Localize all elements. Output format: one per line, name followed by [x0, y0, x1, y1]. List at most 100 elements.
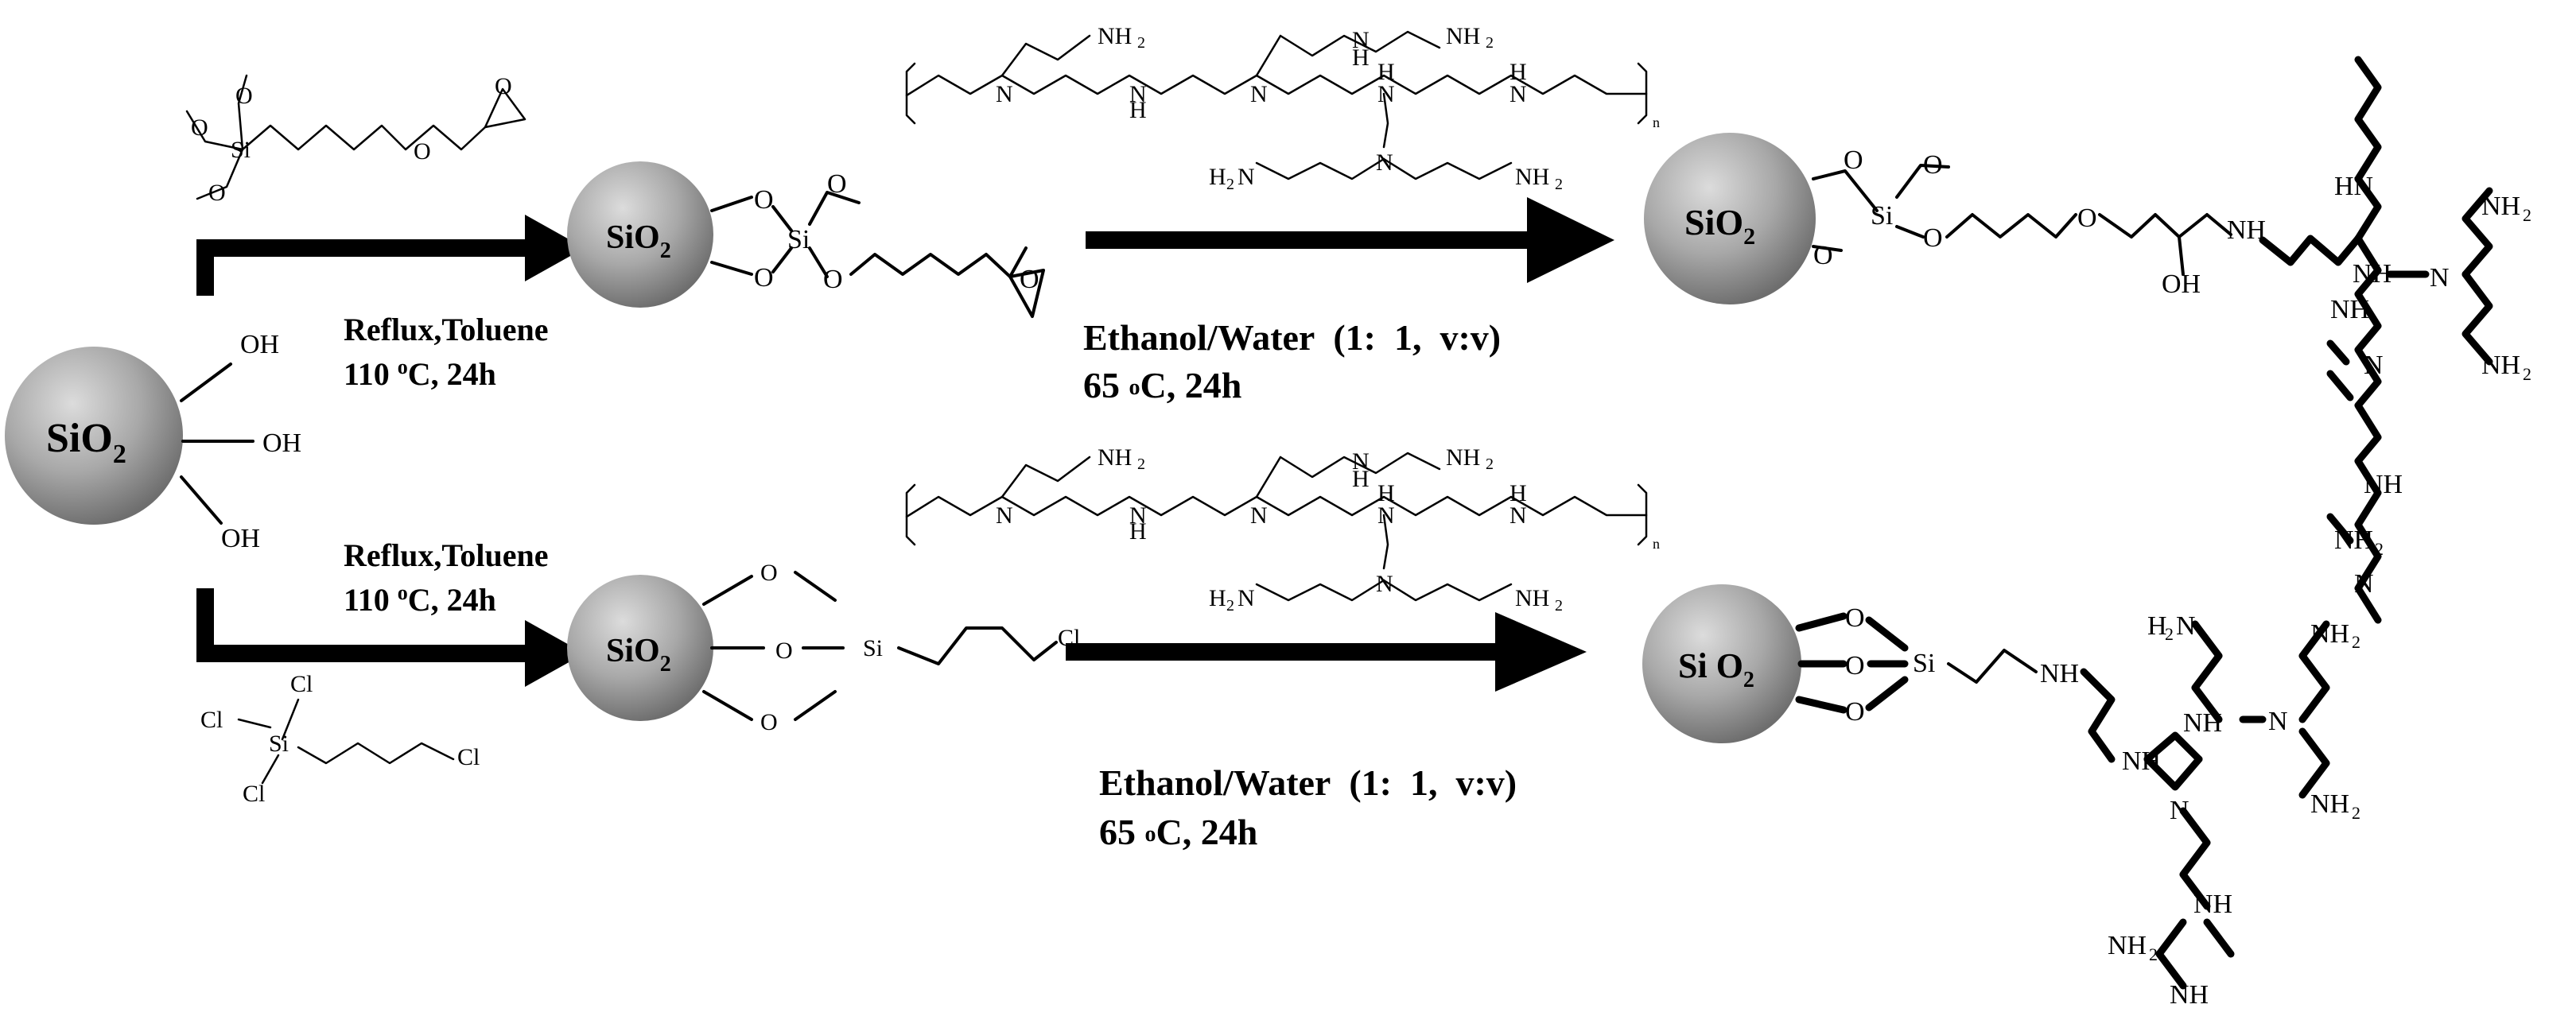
- svg-text:O: O: [1845, 697, 1865, 727]
- svg-text:O: O: [2077, 204, 2097, 233]
- svg-text:N: N: [1377, 502, 1395, 529]
- gptms-epoxide-o: O: [495, 73, 512, 99]
- svg-text:2: 2: [2375, 539, 2384, 559]
- svg-text:N: N: [2364, 351, 2384, 380]
- svg-text:2: 2: [2165, 624, 2174, 644]
- svg-text:H: H: [1129, 97, 1147, 123]
- svg-text:NH: NH: [2353, 259, 2391, 289]
- svg-text:SiO2: SiO2: [1684, 202, 1755, 250]
- svg-text:N: N: [2430, 263, 2450, 293]
- svg-text:SiO2: SiO2: [46, 416, 126, 469]
- sio2-label: SiO: [46, 416, 113, 461]
- svg-text:2: 2: [2523, 364, 2531, 384]
- top-step2-condition-solvent: Ethanol/Water (1: 1, v:v): [1083, 317, 1501, 358]
- top-branch-arrow: [196, 215, 585, 296]
- svg-text:SiO2: SiO2: [606, 633, 671, 677]
- svg-text:O: O: [823, 265, 843, 294]
- svg-text:N: N: [1376, 571, 1393, 597]
- svg-text:2: 2: [1226, 597, 1234, 615]
- svg-text:NH: NH: [2330, 295, 2369, 324]
- svg-text:H: H: [1509, 480, 1527, 506]
- svg-text:O: O: [827, 169, 847, 199]
- svg-text:N: N: [2354, 569, 2374, 599]
- svg-text:NH: NH: [2108, 931, 2147, 960]
- top-product-pei-gptms-silica: SiO2 O O Si O O O OH NH HN NH NH N NH NH…: [1644, 56, 2531, 624]
- svg-text:H: H: [1509, 59, 1527, 85]
- svg-text:NH: NH: [1515, 585, 1549, 611]
- bottom-step1-condition-solvent: Reflux,Toluene: [344, 537, 548, 573]
- top-pei-polymer: n N NH 2 N H N N H NH 2 N H N H N H 2 N …: [905, 23, 1660, 193]
- svg-text:Cl: Cl: [243, 781, 265, 807]
- svg-text:2: 2: [1486, 456, 1494, 473]
- svg-text:O: O: [1923, 150, 1943, 180]
- svg-text:O: O: [1020, 265, 1039, 294]
- sio2-subscript: 2: [113, 440, 126, 469]
- cptcs-grafted-silica: SiO2 O O O Si Cl: [567, 560, 1080, 735]
- top-step2-arrow: [1086, 197, 1614, 283]
- svg-text:N: N: [1237, 164, 1255, 190]
- svg-text:HN: HN: [2334, 172, 2373, 201]
- svg-text:Si: Si: [787, 225, 810, 254]
- svg-text:Cl: Cl: [200, 707, 223, 733]
- svg-text:H: H: [1377, 480, 1395, 506]
- bottom-step2-condition-solvent: Ethanol/Water (1: 1, v:v): [1099, 762, 1517, 803]
- svg-text:Cl: Cl: [457, 744, 480, 770]
- svg-text:OH: OH: [2162, 269, 2201, 299]
- svg-text:NH: NH: [1446, 23, 1480, 49]
- svg-text:NH: NH: [2122, 746, 2161, 776]
- bottom-product-pei-cptcs-silica: Si O2 O O O Si NH NH NH N H 2 N NH 2 NH …: [1642, 584, 2360, 1010]
- svg-text:O: O: [1845, 651, 1865, 680]
- svg-text:N: N: [1129, 81, 1147, 107]
- svg-text:N: N: [1377, 81, 1395, 107]
- svg-text:O: O: [775, 638, 793, 664]
- top-step1-condition-solvent: Reflux,Toluene: [344, 312, 548, 347]
- svg-text:O: O: [760, 560, 778, 586]
- svg-text:N: N: [996, 502, 1013, 529]
- svg-text:H: H: [1352, 466, 1370, 492]
- hydroxyl-2: OH: [262, 428, 301, 458]
- gptms-o-2: O: [191, 114, 208, 141]
- svg-text:Si O2: Si O2: [1678, 646, 1754, 692]
- svg-text:2: 2: [2352, 803, 2360, 823]
- svg-text:Si: Si: [269, 731, 289, 757]
- svg-text:N: N: [1237, 585, 1255, 611]
- svg-text:2: 2: [1137, 456, 1145, 473]
- svg-text:NH: NH: [2193, 890, 2232, 919]
- svg-text:Si: Si: [1871, 201, 1893, 231]
- svg-text:H: H: [1352, 45, 1370, 71]
- svg-text:O: O: [1845, 603, 1865, 633]
- svg-text:O: O: [754, 263, 774, 293]
- svg-text:H: H: [1209, 164, 1226, 190]
- svg-text:H: H: [1129, 518, 1147, 545]
- svg-text:O: O: [1923, 223, 1943, 253]
- gptms-o-1: O: [235, 83, 253, 109]
- svg-text:Si: Si: [863, 635, 883, 661]
- bottom-branch-arrow: [196, 588, 585, 687]
- svg-text:NH: NH: [2481, 192, 2520, 221]
- svg-text:2: 2: [1486, 34, 1494, 52]
- svg-text:O: O: [754, 185, 774, 215]
- bottom-step2-arrow: [1066, 612, 1587, 692]
- svg-text:N: N: [1129, 502, 1147, 529]
- starting-silica-particle: SiO2 OH OH OH: [5, 330, 301, 553]
- svg-text:N: N: [2170, 796, 2189, 825]
- svg-text:NH: NH: [2040, 659, 2079, 688]
- svg-text:NH: NH: [1098, 23, 1132, 49]
- gptms-ether-o: O: [414, 138, 431, 165]
- hydroxyl-3: OH: [221, 524, 260, 553]
- gptms-o-3: O: [208, 180, 226, 206]
- svg-text:NH: NH: [2227, 215, 2266, 245]
- svg-text:O: O: [760, 709, 778, 735]
- svg-text:NH: NH: [2183, 708, 2222, 738]
- top-step1-condition-temp: 110 oC, 24h: [344, 355, 496, 392]
- bottom-pei-polymer: n N NH 2 N H N N H NH 2 N H N H N H 2 N …: [905, 444, 1660, 615]
- svg-text:2: 2: [1137, 34, 1145, 52]
- svg-text:H: H: [1209, 585, 1226, 611]
- svg-text:NH: NH: [1515, 164, 1549, 190]
- gptms-grafted-silica: SiO2 O O Si O O O: [567, 161, 1045, 318]
- svg-text:NH: NH: [1446, 444, 1480, 471]
- svg-text:NH: NH: [2310, 619, 2349, 649]
- gptms-si: Si: [231, 137, 251, 163]
- svg-text:2: 2: [2149, 944, 2158, 964]
